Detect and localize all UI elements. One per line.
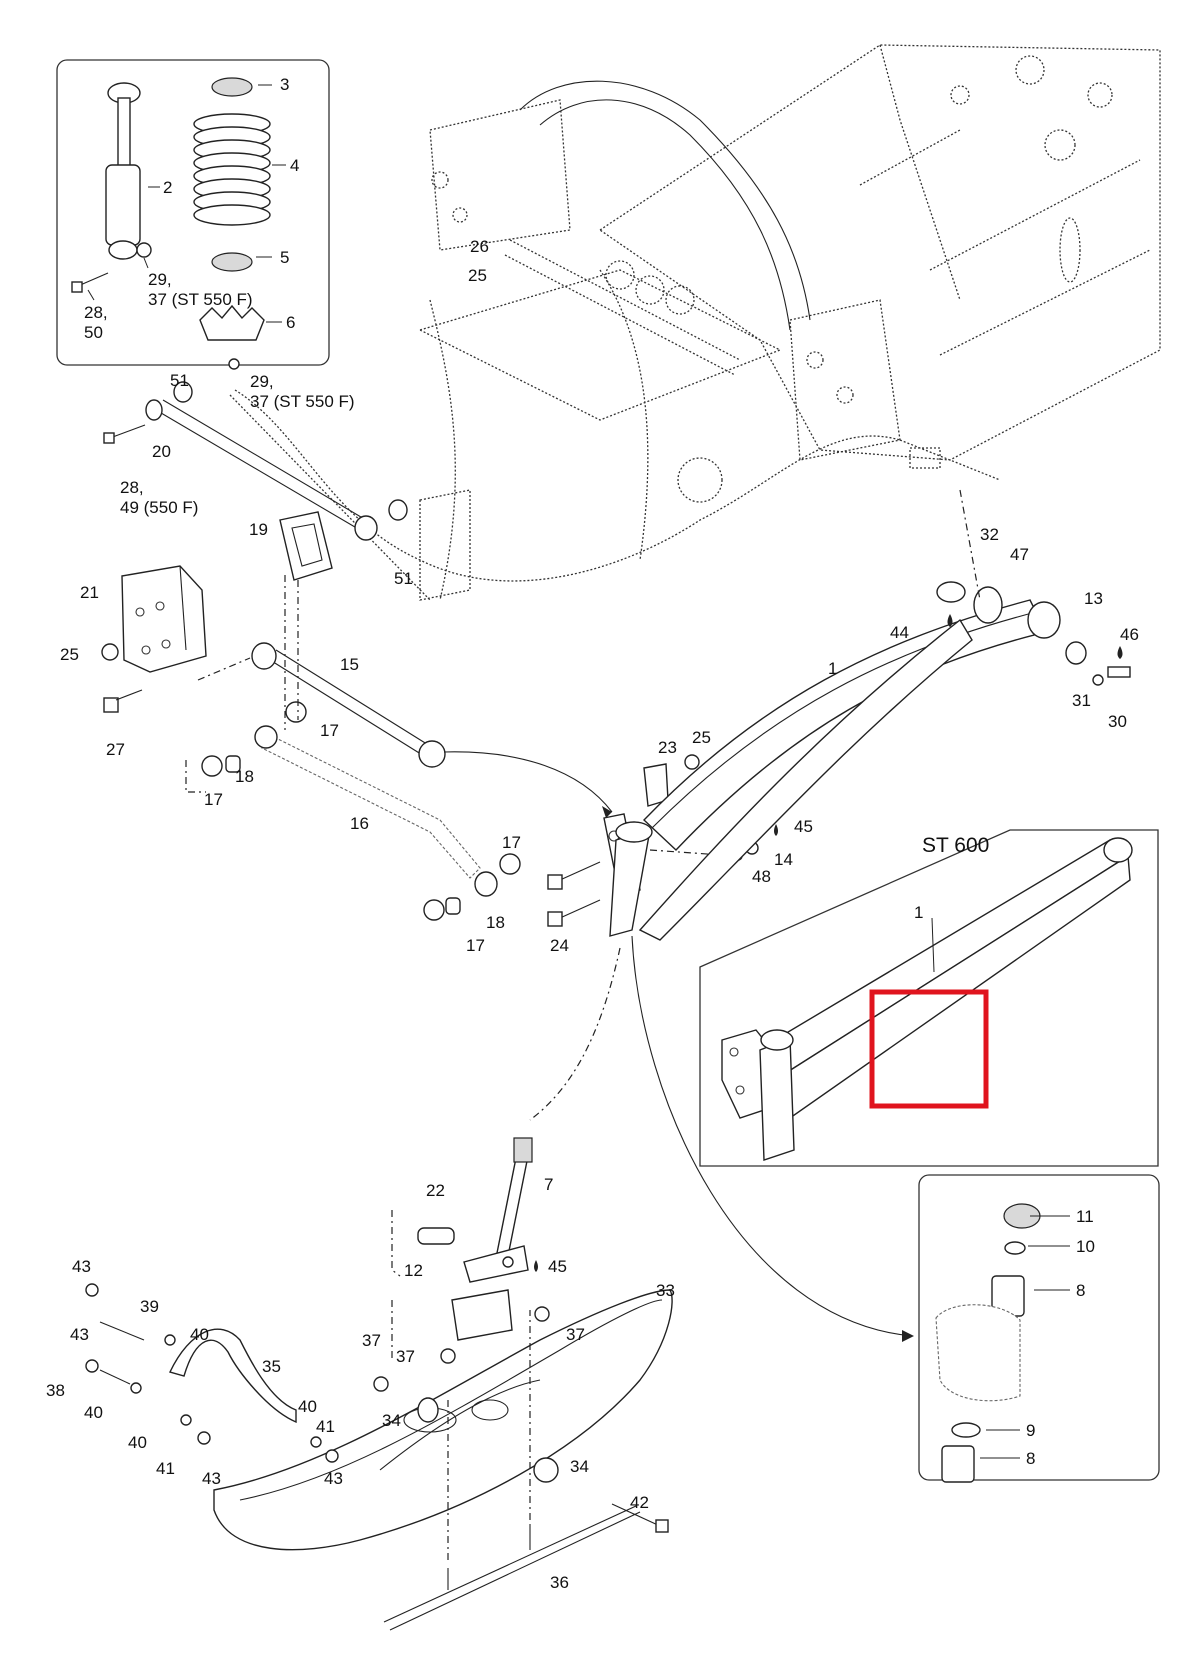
callout-43-a: 43	[72, 1257, 91, 1276]
callout-10: 10	[1076, 1237, 1095, 1256]
callout-9: 9	[1026, 1421, 1035, 1440]
callout-25-mid: 25	[692, 728, 711, 747]
callout-40-d: 40	[128, 1433, 147, 1452]
chassis-frame	[229, 44, 1161, 601]
callout-8-b: 8	[1026, 1449, 1035, 1468]
callout-18-a: 18	[235, 767, 254, 786]
inset-st600	[699, 829, 1159, 1167]
callout-11: 11	[1076, 1207, 1094, 1226]
callout-12: 12	[404, 1261, 423, 1280]
callout-5: 5	[280, 248, 289, 267]
callout-40-b: 40	[84, 1403, 103, 1422]
ski-group	[85, 947, 673, 1631]
callout-30: 30	[1108, 712, 1127, 731]
callout-51-top: 51	[170, 371, 189, 390]
callout-3: 3	[280, 75, 289, 94]
callout-43-d: 43	[324, 1469, 343, 1488]
callout-8-a: 8	[1076, 1281, 1085, 1300]
callout-23: 23	[658, 738, 677, 757]
radius-rods-group	[101, 358, 521, 921]
callout-17-b: 17	[204, 790, 223, 809]
callout-37-st550f-inset: 37 (ST 550 F)	[148, 290, 253, 309]
callout-49-550f: 49 (550 F)	[120, 498, 198, 517]
callout-27: 27	[106, 740, 125, 759]
callout-37-st550f: 37 (ST 550 F)	[250, 392, 355, 411]
callout-25-left: 25	[60, 645, 79, 664]
callout-48: 48	[752, 867, 771, 886]
st600-title: ST 600	[922, 834, 989, 857]
callout-32: 32	[980, 525, 999, 544]
callout-37-b: 37	[396, 1347, 415, 1366]
callout-6: 6	[286, 313, 295, 332]
callout-33: 33	[656, 1281, 675, 1300]
callout-36: 36	[550, 1573, 569, 1592]
callout-17-d: 17	[466, 936, 485, 955]
callout-15: 15	[340, 655, 359, 674]
callout-34-b: 34	[570, 1457, 589, 1476]
callout-28: 28,	[120, 478, 144, 497]
callout-45: 45	[548, 1257, 567, 1276]
callout-46: 46	[1120, 625, 1139, 644]
callout-44: 44	[890, 623, 909, 642]
callout-35: 35	[262, 1357, 281, 1376]
callout-39: 39	[140, 1297, 159, 1316]
callout-24: 24	[550, 936, 569, 955]
callout-17-a: 17	[320, 721, 339, 740]
callout-28-inset: 28,	[84, 303, 108, 322]
callout-2: 2	[163, 178, 172, 197]
callout-17-c: 17	[502, 833, 521, 852]
callout-40-a: 40	[190, 1325, 209, 1344]
callout-37-c: 37	[566, 1325, 585, 1344]
callout-50: 50	[84, 323, 103, 342]
callout-14: 14	[774, 850, 793, 869]
callout-19: 19	[249, 520, 268, 539]
callout-38: 38	[46, 1381, 65, 1400]
callout-34-a: 34	[382, 1411, 401, 1430]
callout-25-top: 25	[468, 266, 487, 285]
callout-1: 1	[828, 659, 837, 678]
callout-41-b: 41	[156, 1459, 175, 1478]
callout-29-inset: 29,	[148, 270, 172, 289]
callout-18-b: 18	[486, 913, 505, 932]
callout-45-top: 45	[794, 817, 813, 836]
callout-51: 51	[394, 569, 413, 588]
callout-16: 16	[350, 814, 369, 833]
callout-40-c: 40	[298, 1397, 317, 1416]
callout-29: 29,	[250, 372, 274, 391]
callout-41-a: 41	[316, 1417, 335, 1436]
callout-1-inset: 1	[914, 903, 923, 922]
callout-47: 47	[1010, 545, 1029, 564]
callout-labels: 2 3 4 5 6 29, 37 (ST 550 F) 28, 50 26 25…	[46, 75, 1139, 1592]
callout-42: 42	[630, 1493, 649, 1512]
inset-spindle-bushings	[631, 935, 1160, 1483]
inset-shock-absorber	[56, 59, 330, 366]
callout-43-b: 43	[70, 1325, 89, 1344]
callout-21: 21	[80, 583, 99, 602]
a-arm	[638, 489, 1131, 941]
callout-22: 22	[426, 1181, 445, 1200]
callout-31: 31	[1072, 691, 1091, 710]
highlight-box	[869, 989, 989, 1109]
callout-20: 20	[152, 442, 171, 461]
callout-13: 13	[1084, 589, 1103, 608]
callout-7: 7	[544, 1175, 553, 1194]
callout-43-c: 43	[202, 1469, 221, 1488]
callout-26: 26	[470, 237, 489, 256]
callout-4: 4	[290, 156, 299, 175]
callout-37-a: 37	[362, 1331, 381, 1350]
